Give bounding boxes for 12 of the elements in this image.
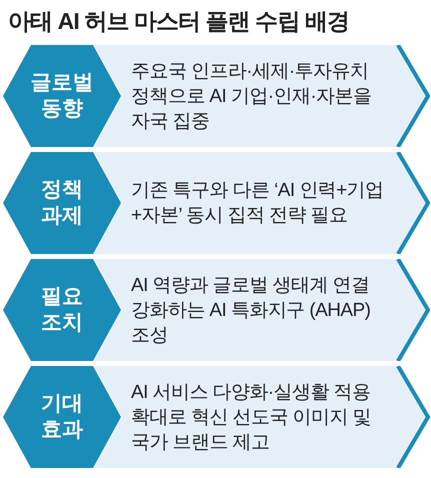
- hexagon-label: 정책 과제: [3, 152, 121, 254]
- description-text: AI 역량과 글로벌 생태계 연결 강화하는 AI 특화지구 (AHAP) 조성: [131, 274, 372, 348]
- title: 아태 AI 허브 마스터 플랜 수립 배경: [8, 7, 350, 36]
- description-text: 주요국 인프라·세제·투자유치 정책으로 AI 기업·인재·자본을 자국 집중: [131, 60, 372, 134]
- chevron-band: [94, 259, 431, 361]
- hexagon-label: 기대 효과: [3, 366, 121, 468]
- hexagon-label: 필요 조치: [3, 259, 121, 361]
- chevron-band: [94, 366, 431, 468]
- chevron-band: [94, 45, 431, 147]
- chevron-band: [94, 152, 431, 254]
- description-text: AI 서비스 다양화·실생활 적용 확대로 혁신 선도국 이미지 및 국가 브랜드 제고: [131, 380, 372, 454]
- description-text: 기존 특구와 다른 ‘AI 인력+기업+자본’ 동시 집적 전략 필요: [131, 179, 385, 228]
